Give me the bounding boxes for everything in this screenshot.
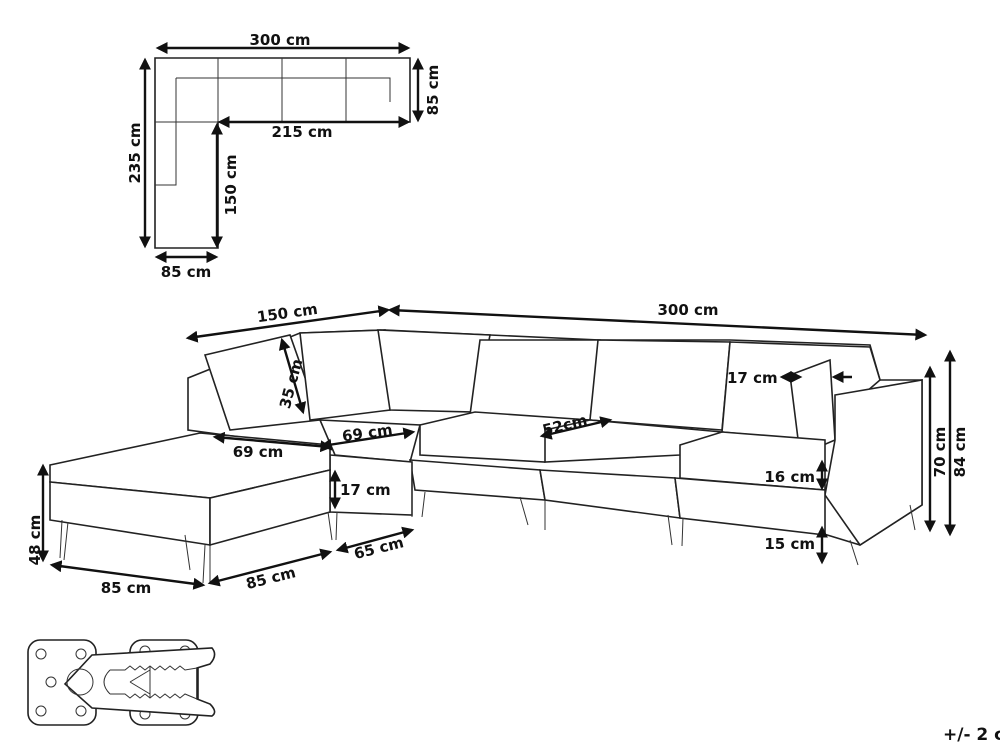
dim-ottoman-depth — [49, 560, 206, 590]
connector-clamp-icon — [27, 639, 216, 726]
label-total-height: 235 cm — [126, 122, 144, 183]
label-arm-width: 17 cm — [727, 369, 778, 387]
label-leg-height: 15 cm — [764, 535, 815, 553]
label-cushion-height: 16 cm — [764, 468, 815, 486]
top-view-plan — [154, 57, 411, 249]
label-base-height: 17 cm — [340, 481, 391, 499]
label-top-depth: 85 cm — [424, 65, 442, 116]
label-arm-height: 70 cm — [931, 427, 949, 478]
label-left-depth: 85 cm — [161, 263, 212, 281]
label-ottoman-depth: 85 cm — [101, 579, 152, 597]
label-chaise-length: 150 cm — [256, 300, 319, 326]
dim-sofa-length — [387, 304, 928, 341]
dim-corner-seat — [319, 427, 416, 451]
label-sofa-length: 300 cm — [657, 301, 718, 319]
label-inner-height: 150 cm — [222, 154, 240, 215]
label-top-width: 300 cm — [249, 31, 310, 49]
label-ottoman-height: 48 cm — [26, 515, 44, 566]
dim-ottoman-width — [207, 548, 333, 587]
dim-module-width — [335, 526, 415, 554]
tolerance-note: +/- 2 cm — [943, 725, 1000, 745]
label-ottoman-seat: 69 cm — [233, 443, 284, 461]
label-inner-length: 215 cm — [271, 123, 332, 141]
label-total-height-sofa: 84 cm — [951, 427, 969, 478]
dim-ottoman-seat — [212, 431, 333, 453]
dim-seat-width — [539, 416, 613, 440]
dim-chaise-length — [185, 305, 391, 343]
dim-back-cushion — [278, 337, 307, 415]
